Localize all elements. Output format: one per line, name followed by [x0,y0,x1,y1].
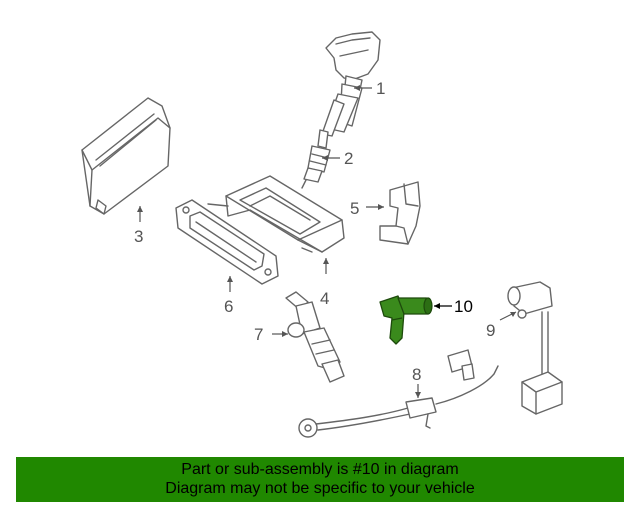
part-7-solenoid-valve[interactable] [285,291,345,383]
callout-6: 6 [224,297,233,316]
callout-1: 1 [376,79,385,98]
callout-7: 7 [254,325,263,344]
info-banner: Part or sub-assembly is #10 in diagram D… [16,457,624,502]
callout-3: 3 [134,227,143,246]
callout-2: 2 [344,149,353,168]
part-10-camshaft-position-sensor[interactable] [379,295,433,345]
part-9-oxygen-sensor[interactable] [507,281,563,415]
callout-arrowheads [137,85,516,398]
callout-4: 4 [320,289,329,308]
part-6-module-cover[interactable] [175,199,279,285]
callout-5: 5 [350,199,359,218]
part-3-engine-control-module[interactable] [81,97,171,215]
callout-8: 8 [412,365,421,384]
banner-line-2: Diagram may not be specific to your vehi… [165,480,475,497]
banner-line-1: Part or sub-assembly is #10 in diagram [181,461,459,478]
part-8-knock-sensor[interactable] [298,349,499,438]
part-4-module-bracket[interactable] [207,175,345,253]
part-1-ignition-coil[interactable] [321,31,381,137]
part-2-spark-plug[interactable] [301,129,331,189]
callout-9: 9 [486,321,495,340]
parts-diagram: 1 2 3 4 5 [81,31,563,438]
callout-10: 10 [454,297,473,316]
part-5-bracket[interactable] [379,181,421,245]
